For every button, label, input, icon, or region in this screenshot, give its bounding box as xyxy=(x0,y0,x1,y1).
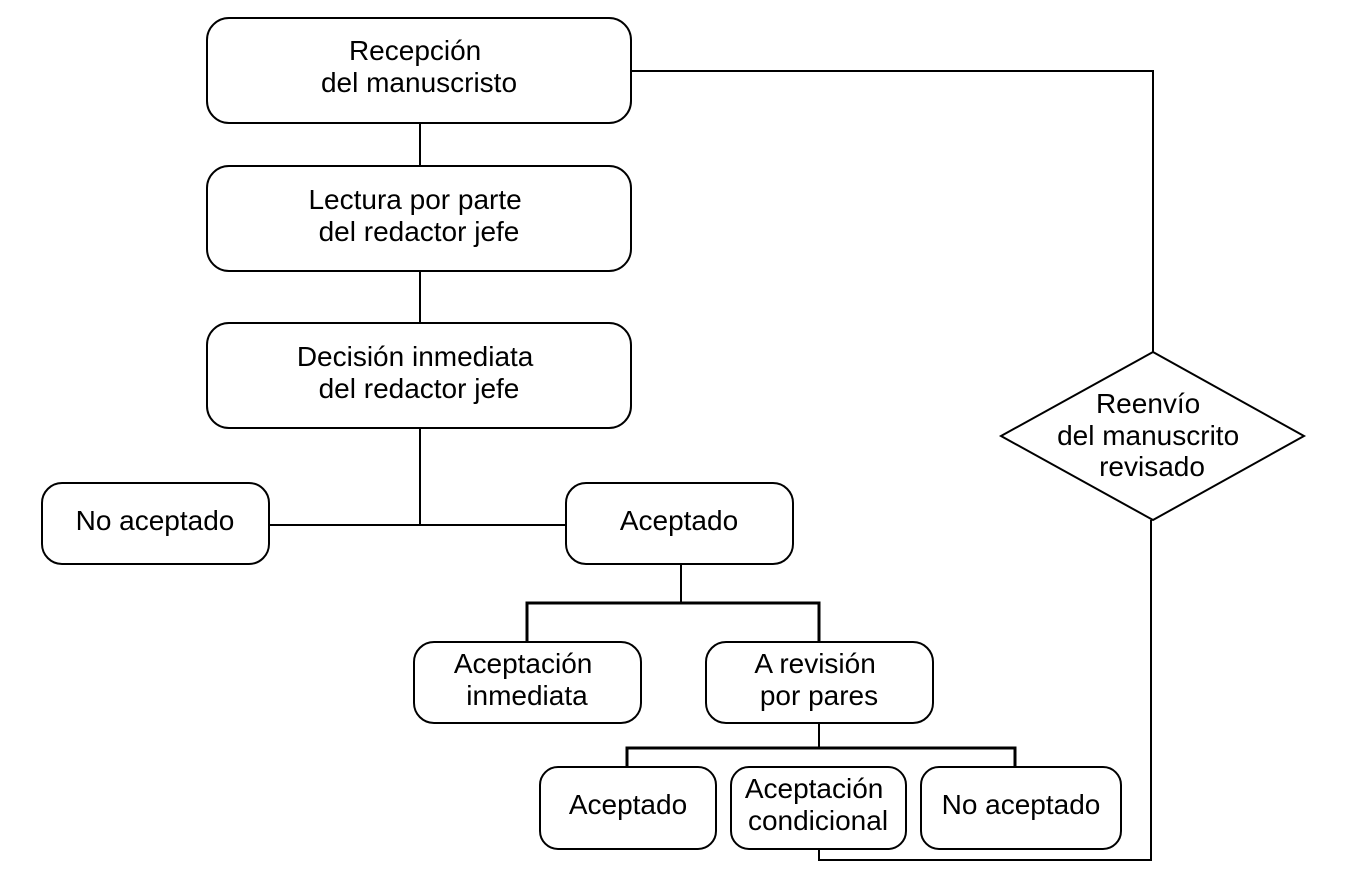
node-accepted-1: Aceptado xyxy=(565,482,794,565)
node-resubmission-line-3: revisado xyxy=(1099,451,1205,482)
node-decision-line-1: Decisión inmediata xyxy=(297,341,534,372)
node-immediate-acceptance: Aceptación inmediata xyxy=(413,641,642,724)
svg-text:Aceptación inmediata: Aceptación inmediata xyxy=(454,648,600,711)
node-reading-line-1: Lectura por parte xyxy=(308,184,521,215)
node-not-accepted-1: No aceptado xyxy=(41,482,270,565)
connector-conditional-to-resubmission xyxy=(818,520,1152,861)
svg-text:No aceptado: No aceptado xyxy=(76,505,235,536)
node-conditional-acceptance-line-1: Aceptación xyxy=(745,773,884,804)
svg-text:Reenvío del manuscrito: Reenvío del manuscrito revisado xyxy=(1057,388,1247,482)
node-accepted-2: Aceptado xyxy=(539,766,717,850)
node-accepted-2-line-1: Aceptado xyxy=(569,789,687,820)
node-reception: Recepción del manuscristo xyxy=(206,17,632,124)
connectors xyxy=(269,70,1154,861)
svg-text:No aceptado: No aceptado xyxy=(942,789,1101,820)
node-accepted-1-line-1: Aceptado xyxy=(620,505,738,536)
svg-text:Recepción del manuscrist: Recepción del manuscristo xyxy=(321,35,517,98)
svg-text:A revisión por pares: A revisión por pares xyxy=(754,648,883,711)
node-reading: Lectura por parte del redactor jefe xyxy=(206,165,632,272)
node-not-accepted-2-line-1: No aceptado xyxy=(942,789,1101,820)
connector-peer-review-branches xyxy=(625,746,1017,767)
svg-text:Decisión inmediata del r: Decisión inmediata del redactor jefe xyxy=(297,341,541,404)
node-not-accepted-1-line-1: No aceptado xyxy=(76,505,235,536)
svg-text:Aceptación condicional: Aceptación condicional xyxy=(745,773,891,836)
node-conditional-acceptance-line-2: condicional xyxy=(748,805,888,836)
connector-resubmission-to-reception xyxy=(631,70,1154,352)
node-resubmission: Reenvío del manuscrito revisado xyxy=(998,350,1307,522)
node-peer-review-line-2: por pares xyxy=(760,680,878,711)
node-resubmission-line-2: del manuscrito xyxy=(1057,420,1239,451)
node-immediate-acceptance-line-2: inmediata xyxy=(466,680,588,711)
node-resubmission-line-1: Reenvío xyxy=(1096,388,1200,419)
svg-text:Lectura por parte del re: Lectura por parte del redactor jefe xyxy=(308,184,529,247)
node-reception-line-2: del manuscristo xyxy=(321,67,517,98)
node-immediate-acceptance-line-1: Aceptación xyxy=(454,648,593,679)
connector-accepted-branches xyxy=(525,601,821,642)
node-not-accepted-2: No aceptado xyxy=(920,766,1122,850)
svg-text:Aceptado: Aceptado xyxy=(620,505,738,536)
node-peer-review: A revisión por pares xyxy=(705,641,934,724)
node-reception-line-1: Recepción xyxy=(349,35,481,66)
node-reading-line-2: del redactor jefe xyxy=(319,216,520,247)
node-conditional-acceptance: Aceptación condicional xyxy=(730,766,907,850)
svg-text:Aceptado: Aceptado xyxy=(569,789,687,820)
node-peer-review-line-1: A revisión xyxy=(754,648,875,679)
node-decision: Decisión inmediata del redactor jefe xyxy=(206,322,632,429)
node-decision-line-2: del redactor jefe xyxy=(319,373,520,404)
